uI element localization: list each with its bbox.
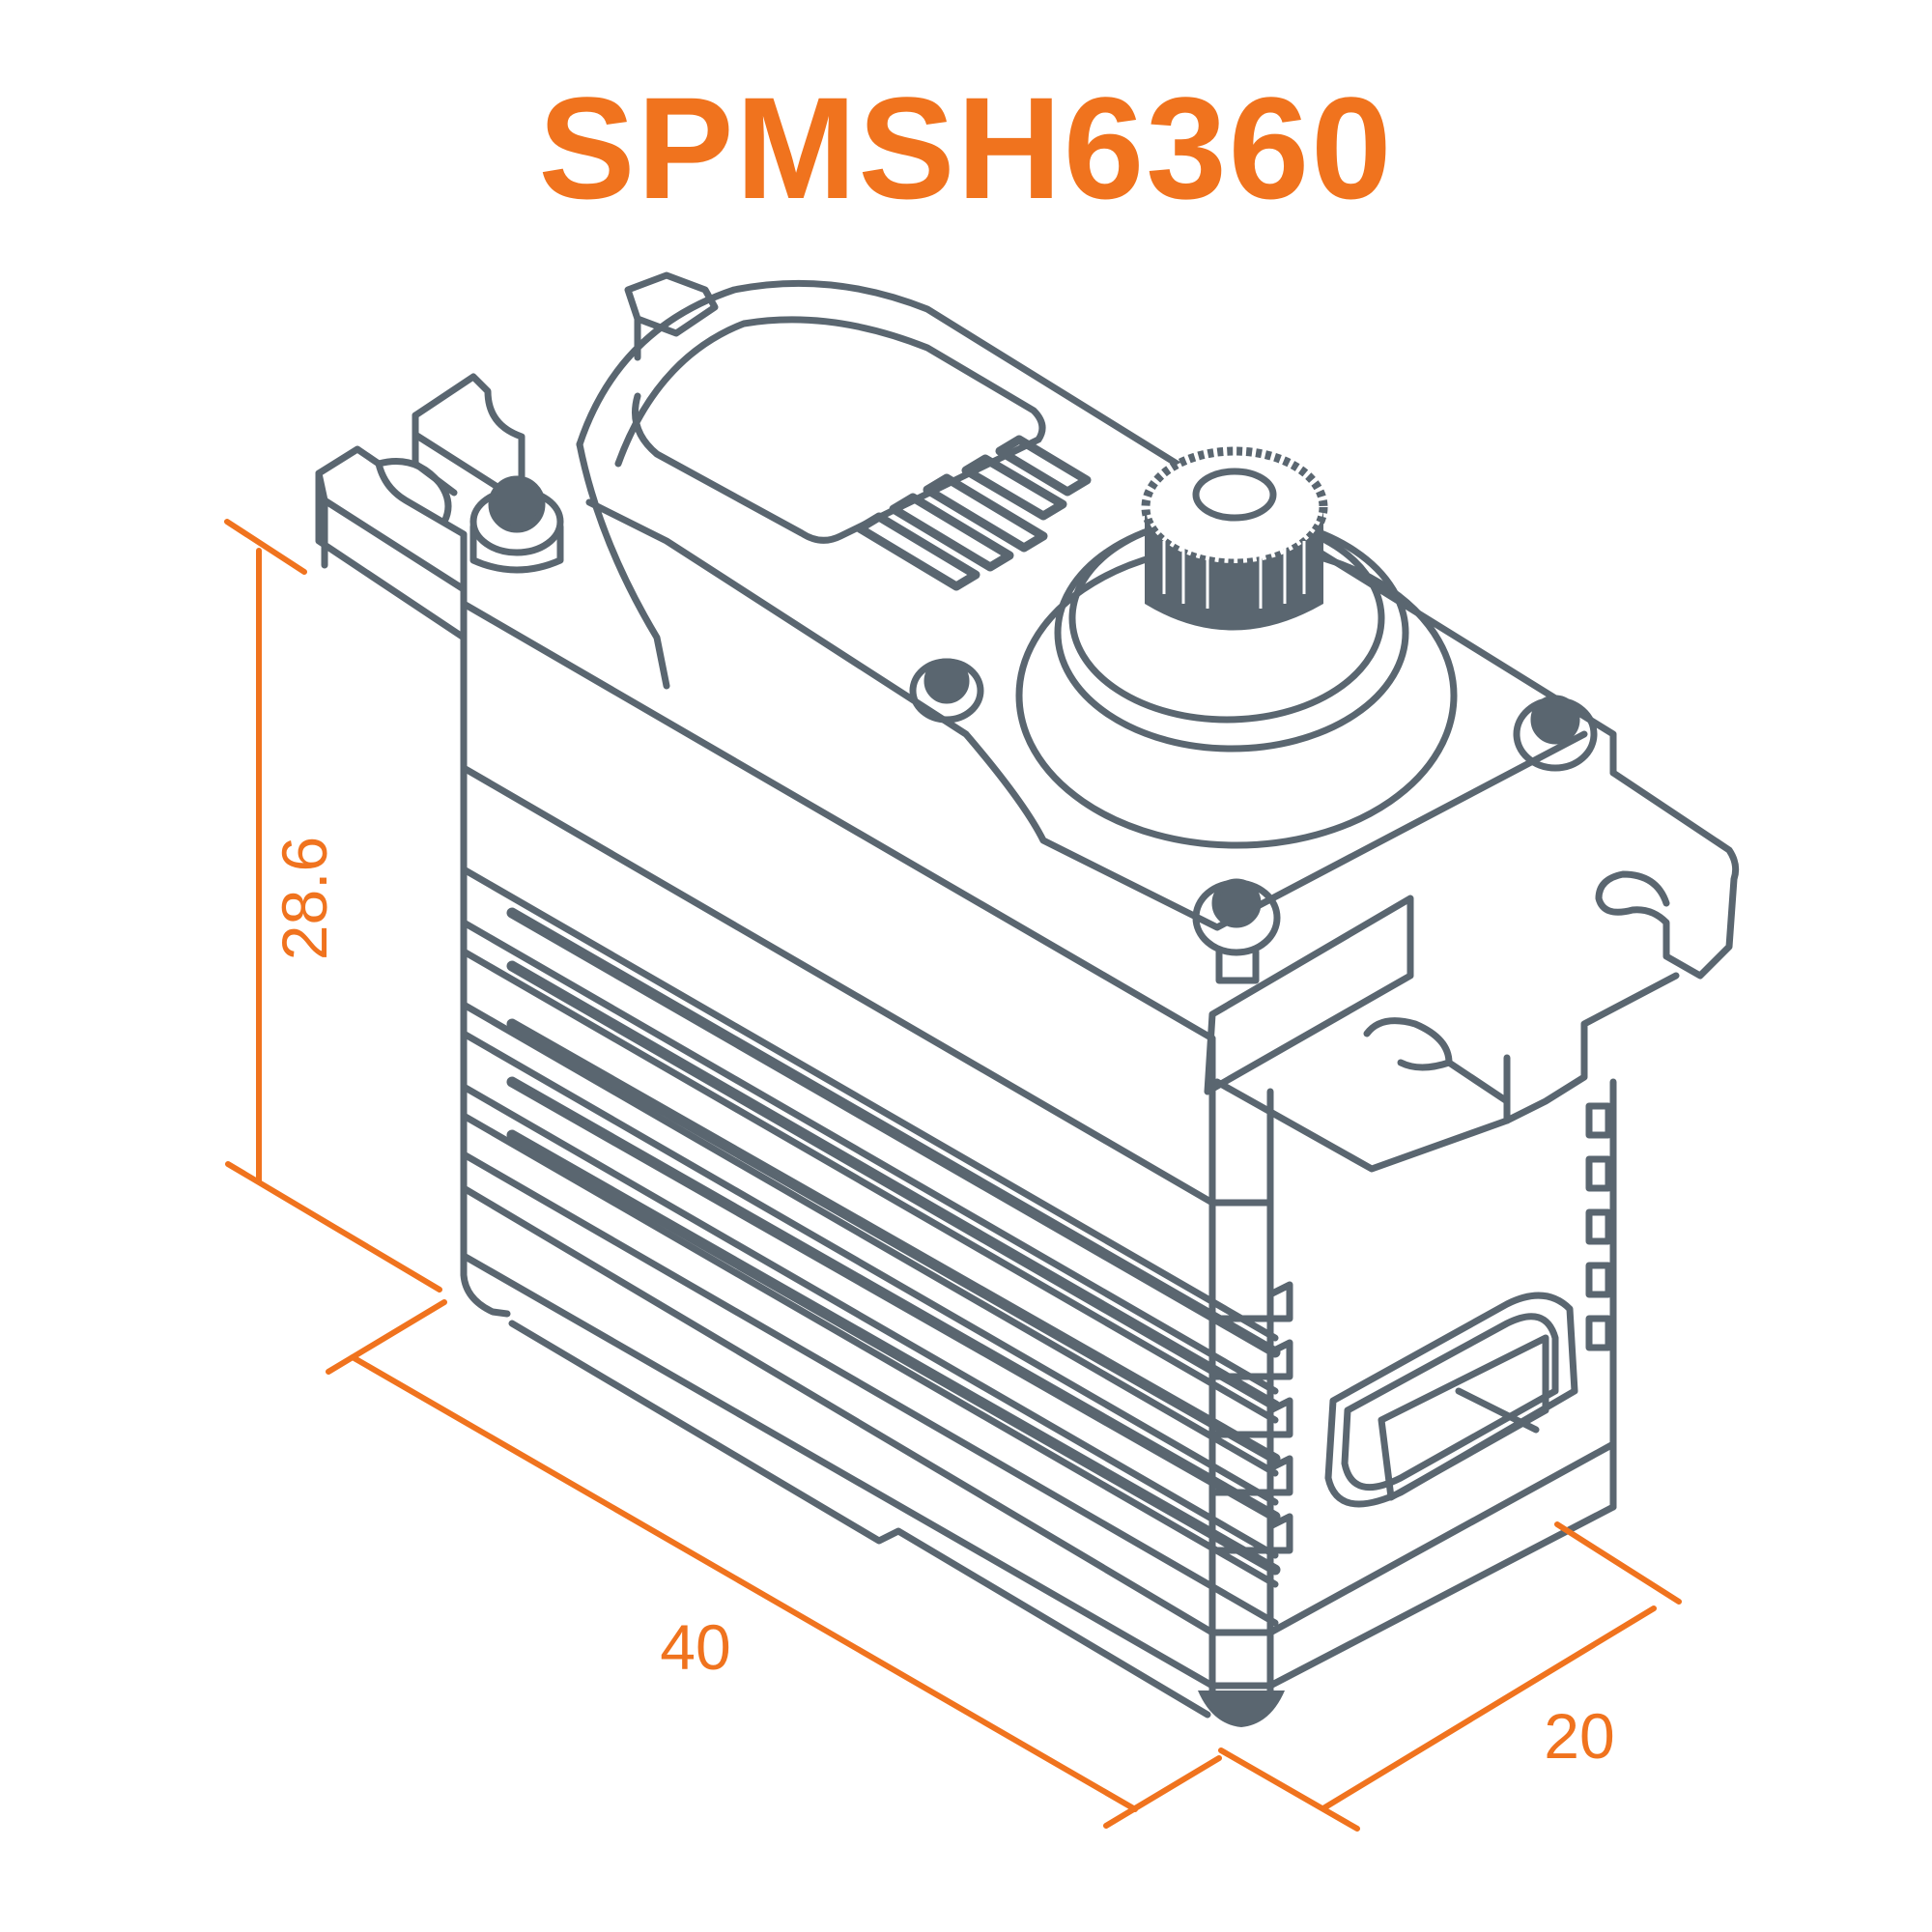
side-vent-slots xyxy=(1585,1102,1612,1351)
top-vent-slots xyxy=(855,435,1092,591)
case-left-face xyxy=(460,600,1281,1719)
left-mounting-tab xyxy=(315,271,719,641)
case-right-face xyxy=(1266,1078,1617,1690)
right-mounting-tab xyxy=(1204,769,1740,1173)
servo-body xyxy=(315,271,1740,1727)
wire-exit-grommet xyxy=(1324,1292,1578,1508)
output-spline-icon xyxy=(1141,446,1328,631)
screw-front xyxy=(1192,878,1281,984)
dimension-lines: 28.6 40 20 xyxy=(224,519,1682,1832)
case-corner-post xyxy=(1198,1035,1293,1727)
screw-mid-left xyxy=(909,658,984,724)
page-title: SPMSH6360 xyxy=(538,67,1394,229)
dimension-length: 40 xyxy=(326,1299,1222,1829)
screw-right xyxy=(1513,695,1598,772)
corner-foot xyxy=(1198,1690,1285,1727)
screw-top-left xyxy=(469,475,564,574)
dimension-label-width: 20 xyxy=(1544,1700,1614,1772)
dimension-height: 28.6 xyxy=(224,519,442,1293)
dimension-label-length: 40 xyxy=(660,1611,730,1683)
case-top-cover xyxy=(576,279,1617,931)
output-shaft-boss xyxy=(1015,446,1458,849)
heat-sink-fins xyxy=(460,866,1281,1627)
fin-end-notches xyxy=(1208,1281,1293,1554)
dimension-width: 20 xyxy=(1218,1521,1682,1832)
dimension-label-height: 28.6 xyxy=(269,837,340,960)
screw-head-icon xyxy=(488,475,546,533)
